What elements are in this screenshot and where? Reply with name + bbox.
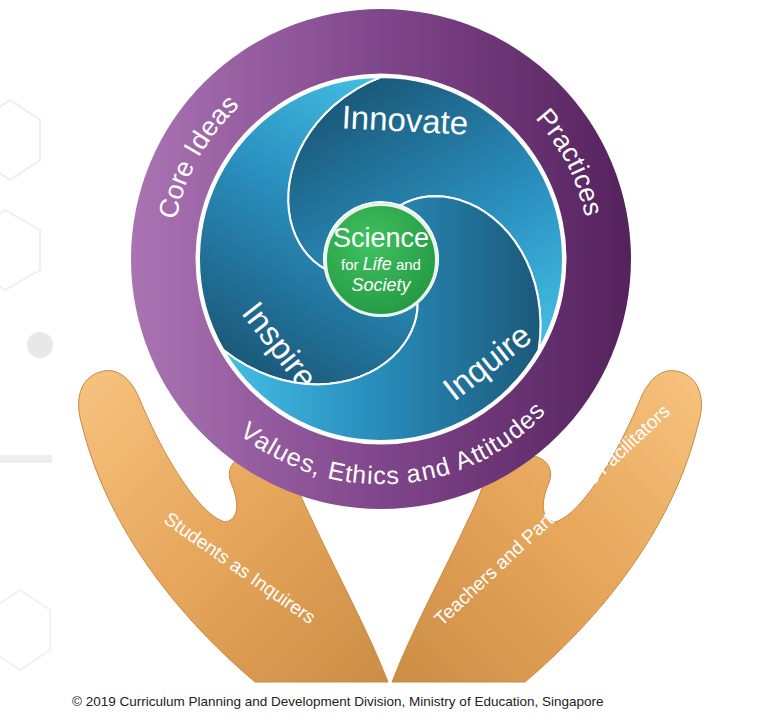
copyright-note: © 2019 Curriculum Planning and Developme… <box>72 695 603 710</box>
purple-ring <box>131 9 631 509</box>
hand-silhouette <box>79 371 388 682</box>
core-word: and <box>396 256 421 273</box>
curved-char: i <box>366 463 373 488</box>
background-hexagon <box>0 590 50 670</box>
segment-shape <box>199 77 418 384</box>
curved-char: c <box>373 463 386 488</box>
segment-label: Innovate <box>341 100 469 140</box>
background-bar <box>0 455 52 463</box>
hand-silhouette <box>392 371 701 682</box>
swirl-base <box>199 77 563 441</box>
core-word: Life <box>363 254 392 274</box>
segment-shape <box>223 196 540 441</box>
ring-gap <box>196 74 567 445</box>
background-dot <box>27 332 53 358</box>
core-word: for <box>341 256 359 273</box>
core-circle: Sciencefor Life and Society <box>324 203 438 317</box>
core-subtitle: for Life and Society <box>329 254 433 295</box>
background-hexagon <box>0 100 40 180</box>
model-ring: Core IdeasPracticesValues, Ethics and At… <box>130 8 632 510</box>
core-word: Society <box>351 275 410 295</box>
curved-char: s <box>385 463 399 489</box>
curved-char: h <box>351 462 368 488</box>
background-hexagon <box>0 210 40 290</box>
core-title: Science <box>333 224 429 252</box>
